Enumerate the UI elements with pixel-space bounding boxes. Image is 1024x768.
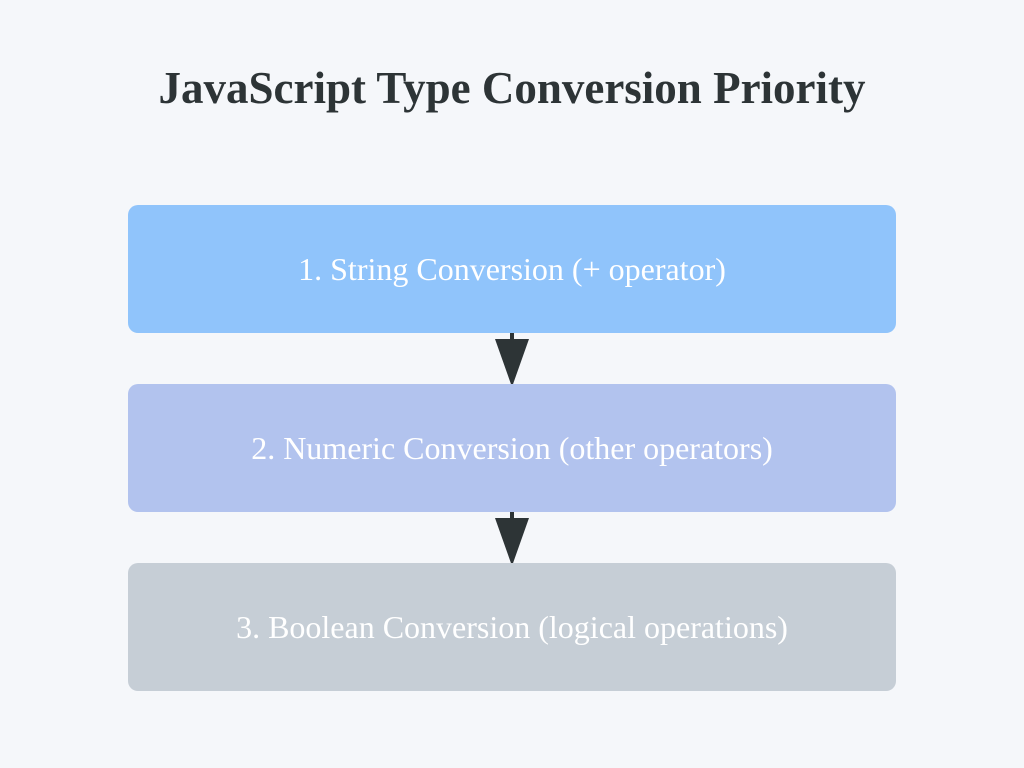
diagram-title: JavaScript Type Conversion Priority [158,63,866,113]
step-string-conversion: 1. String Conversion (+ operator) [128,205,896,333]
step-label: 2. Numeric Conversion (other operators) [251,429,773,466]
step-label: 3. Boolean Conversion (logical operation… [236,608,788,645]
flow-arrow-down-icon [494,512,530,566]
step-numeric-conversion: 2. Numeric Conversion (other operators) [128,384,896,512]
step-label: 1. String Conversion (+ operator) [298,250,726,287]
flow-arrow-down-icon [494,333,530,387]
step-boolean-conversion: 3. Boolean Conversion (logical operation… [128,563,896,691]
